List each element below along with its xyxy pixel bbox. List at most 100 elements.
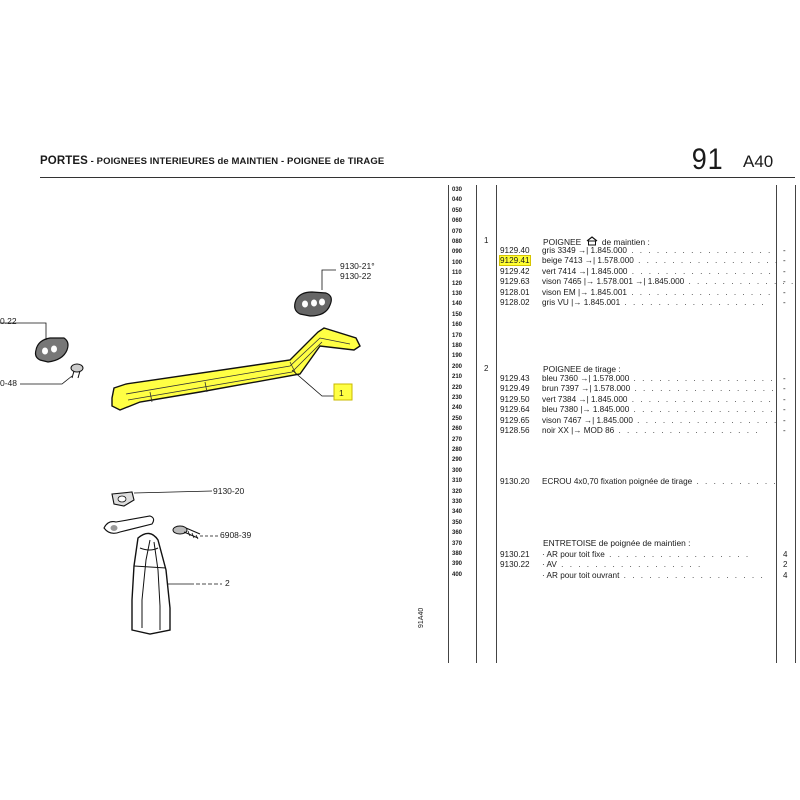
item-number: 1 xyxy=(484,236,489,245)
line-number: 130 xyxy=(452,291,463,297)
grab-handle-part xyxy=(111,327,361,411)
quantity: 4 xyxy=(783,570,788,580)
part-description: beige 7413 →| 1.578.000 xyxy=(542,256,634,266)
diagram-label: 0-48 xyxy=(0,378,18,388)
diagram-label: 0.22 xyxy=(0,316,17,326)
part-ref: 9129.64 xyxy=(500,405,530,415)
line-number: 180 xyxy=(452,343,463,349)
part-ref: 9128.56 xyxy=(500,426,530,435)
line-number: 270 xyxy=(452,436,463,443)
line-number: 210 xyxy=(452,374,463,381)
line-number: 350 xyxy=(452,519,463,526)
callout-item-2: 2 xyxy=(225,578,230,588)
parts-row: 9130.22· AV . . . . . . . . . . . . . . … xyxy=(500,560,703,570)
part-description: noir XX |→ MOD 86 xyxy=(542,426,615,435)
part-description: · AR pour toit ouvrant xyxy=(542,570,620,580)
line-number: 090 xyxy=(452,249,463,256)
part-ref: 9128.01 xyxy=(500,287,530,297)
line-number: 310 xyxy=(452,478,463,485)
part-ref: 9129.42 xyxy=(500,266,530,276)
part-description: vison EM |→ 1.845.001 xyxy=(542,287,627,297)
roof-icon xyxy=(586,236,597,246)
screw-part-left xyxy=(70,363,84,379)
section-heading: POIGNEE de tirage : xyxy=(543,364,621,374)
part-description: bleu 7380 |→ 1.845.000 xyxy=(542,405,630,415)
line-number: 320 xyxy=(452,488,463,495)
line-number: 360 xyxy=(452,530,463,537)
quantity: 2 xyxy=(783,560,788,570)
part-description: · AR pour toit fixe xyxy=(542,550,605,559)
page-title: PORTES - POIGNEES INTERIEURES de MAINTIE… xyxy=(40,155,385,167)
line-number: 330 xyxy=(452,499,463,505)
line-number: 110 xyxy=(452,270,462,277)
line-number: 380 xyxy=(452,551,463,557)
part-ref: 9129.63 xyxy=(500,277,530,287)
quantity: 4 xyxy=(783,550,788,559)
line-number: 370 xyxy=(452,540,463,547)
diagram-label: 6908-39 xyxy=(220,530,252,540)
section-heading: ENTRETOISE de poignée de maintien : xyxy=(543,538,691,548)
part-ref: 9129.49 xyxy=(500,384,530,394)
line-number: 300 xyxy=(452,467,463,474)
spacer-part-left xyxy=(34,337,69,363)
part-description: gris 3349 →| 1.845.000 xyxy=(542,246,627,255)
line-number: 190 xyxy=(452,353,463,360)
part-description: vison 7467 →| 1.845.000 xyxy=(542,415,633,425)
part-ref: 9129.41 xyxy=(499,255,531,267)
line-number: 160 xyxy=(452,322,463,329)
column-rule xyxy=(448,185,449,663)
line-number: 080 xyxy=(452,239,463,245)
part-ref: 9128.02 xyxy=(500,298,530,307)
part-ref: 9129.50 xyxy=(500,394,530,404)
line-number: 400 xyxy=(452,571,463,578)
line-number: 280 xyxy=(452,447,463,453)
line-number: 140 xyxy=(452,301,463,308)
diagram-label: 9130-22 xyxy=(340,271,372,281)
nut-part xyxy=(111,491,135,507)
spacer-part-top xyxy=(294,291,332,317)
line-number: 340 xyxy=(452,509,463,516)
parts-row: 9130.21· AR pour toit fixe . . . . . . .… xyxy=(500,550,751,559)
line-number: 030 xyxy=(452,187,463,193)
part-ref: 9130.20 xyxy=(500,477,530,486)
section-heading: POIGNEE de maintien : xyxy=(543,236,650,247)
line-number: 170 xyxy=(452,332,463,339)
page-code: A40 xyxy=(743,152,774,171)
column-rule xyxy=(795,185,796,663)
part-description: gris VU |→ 1.845.001 xyxy=(542,298,621,307)
clip-part xyxy=(103,515,155,534)
part-description: ECROU 4x0,70 fixation poignée de tirage xyxy=(542,477,693,486)
part-description: vert 7414 →| 1.845.000 xyxy=(542,266,628,276)
header-rule xyxy=(40,177,795,178)
screw-part xyxy=(172,525,201,540)
column-rule xyxy=(476,185,477,663)
part-ref: 9130.22 xyxy=(500,560,530,570)
parts-row: · AR pour toit ouvrant . . . . . . . . .… xyxy=(542,570,765,580)
line-number: 060 xyxy=(452,218,463,225)
callout-item-1: 1 xyxy=(339,388,344,398)
line-number: 240 xyxy=(452,405,463,412)
line-number: 200 xyxy=(452,363,463,370)
diagram-label: 9130-20 xyxy=(213,486,245,496)
part-description: · AV xyxy=(542,560,557,570)
column-rule xyxy=(776,185,777,663)
line-number: 220 xyxy=(452,384,463,391)
line-number: 070 xyxy=(452,228,463,235)
line-number: 230 xyxy=(452,395,463,401)
pull-strap-part xyxy=(131,532,171,635)
line-number: 120 xyxy=(452,280,463,287)
part-ref: 9129.43 xyxy=(500,374,530,383)
part-ref: 9129.40 xyxy=(500,246,530,255)
part-description: bleu 7360 →| 1.578.000 xyxy=(542,374,630,383)
item-number: 2 xyxy=(484,364,489,373)
